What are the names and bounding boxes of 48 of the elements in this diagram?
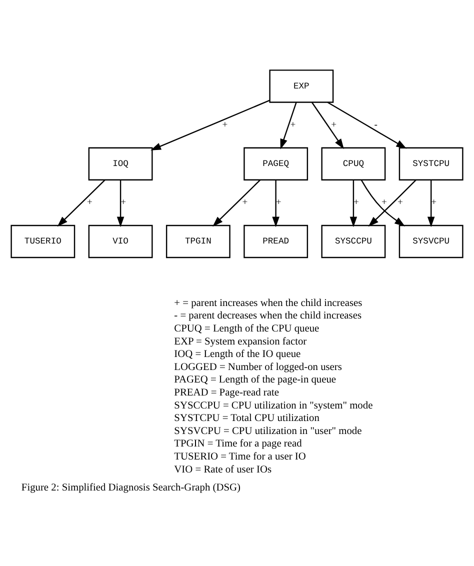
node-box: EXP [269, 69, 334, 102]
label: VIO = Rate of user IOs [174, 464, 272, 475]
arrow [311, 102, 344, 149]
node-box: PAGEQ [244, 146, 308, 180]
arrow [57, 179, 106, 226]
arrow [427, 180, 435, 227]
label: SYSCCPU = CPU utilization in "system" mode [174, 400, 373, 411]
arrow [368, 179, 416, 226]
arrow [116, 180, 124, 227]
node-box: VIO [88, 224, 153, 258]
label: CPUQ = Length of the CPU queue [174, 322, 320, 334]
edge-label: + [222, 119, 228, 130]
edge-label: + [290, 119, 296, 130]
edge-label: + [398, 196, 403, 208]
label: + = parent increases when the child increases [174, 297, 362, 308]
edge-label: + [431, 196, 437, 208]
edge-label: + [354, 196, 359, 208]
label: EXP = System expansion factor [174, 336, 307, 347]
edge-label: + [331, 119, 337, 130]
node-box: IOQ [88, 146, 153, 180]
arrow [150, 99, 270, 150]
label: IOQ = Length of the IO queue [174, 348, 301, 360]
arrow [280, 102, 297, 149]
node-box: SYSCCPU [321, 224, 386, 258]
node-box: TPGIN [166, 224, 230, 258]
label: TPGIN = Time for a page read [174, 438, 302, 450]
node-box: SYSVCPU [398, 224, 464, 258]
label: SYSTCPU = Total CPU utilization [174, 412, 320, 424]
edge-label: + [242, 196, 248, 208]
edge-label: + [87, 196, 92, 208]
edge-label: - [374, 119, 378, 130]
label: PREAD = Page-read rate [174, 386, 279, 398]
arrow [327, 101, 407, 148]
label: LOGGED = Number of logged-on users [174, 361, 342, 372]
arrow [360, 179, 406, 226]
node-box: TUSERIO [10, 224, 76, 258]
edge-label: + [120, 196, 126, 208]
label: - = parent decreases when the child increases [174, 310, 362, 322]
node-box: CPUQ [321, 146, 386, 180]
edge-label: + [382, 196, 387, 208]
arrow [212, 179, 261, 226]
label: SYSVCPU = CPU utilization in "user" mode [174, 425, 362, 436]
label: TUSERIO = Time for a user IO [174, 451, 306, 462]
arrow [350, 180, 358, 227]
node-box: SYSTCPU [398, 146, 464, 180]
node-box: PREAD [244, 224, 308, 258]
caption: Figure 2: Simplified Diagnosis Search-Graph (DSG) [21, 482, 240, 494]
label: PAGEQ = Length of the page-in queue [174, 374, 336, 386]
